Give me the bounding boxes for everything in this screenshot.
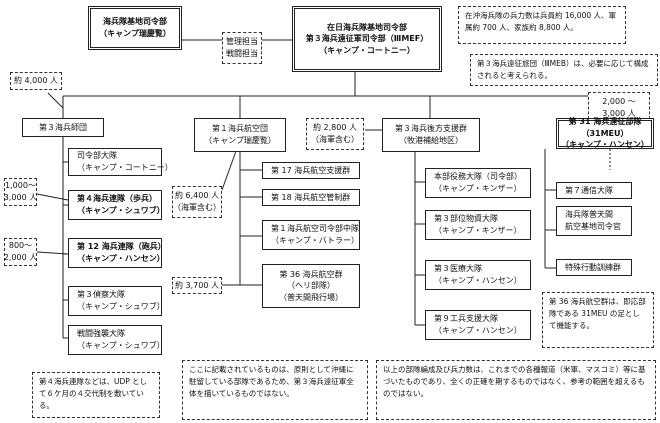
division-unit-name: 第 12 海兵連隊（砲兵） <box>77 242 166 252</box>
wing-unit-name: 第 18 海兵航空管制群 <box>271 192 351 202</box>
mag36-count: 約 3,700 人 <box>172 277 222 294</box>
wing-unit-name: 第 36 海兵航空群 <box>279 269 343 279</box>
wing-count-line-1: 約 6,400 人 <box>175 191 219 201</box>
meu-camp: （キャンプ・ハンセン） <box>561 140 649 150</box>
logistics-unit-name: 第３部位物資大隊 <box>434 214 498 224</box>
udp-note: 第４海兵連隊などは、UDP として６ケ月の４交代制を敷いている。 <box>32 372 160 418</box>
logistics-unit-engineer: 第９工兵支援大隊 （キャンプ・ハンセン） <box>425 310 531 340</box>
division-unit-camp: （キャンプ・コートニー） <box>77 163 173 172</box>
meu-title: 第 31 海兵遠征部隊 <box>568 117 642 127</box>
mag36-meu-note-text: 第 36 海兵航空群は、即応部隊である 31MEU の足として機能する。 <box>549 297 646 330</box>
scope-note: ここに記載されているものは、原則として沖縄に駐留している部隊であるため、第３海兵… <box>182 360 368 420</box>
logistics-unit-medical: 第３医療大隊 （キャンプ・ハンセン） <box>425 260 531 290</box>
logistics-title: 第３海兵後方支援群 <box>395 124 467 134</box>
wing-camp: （キャンプ瑞慶覧） <box>204 136 276 145</box>
disclaimer-note-text: 以上の部隊編成及び兵力数は、これまでの各種報道（米軍、マスコミ）等に基づいたもの… <box>383 365 646 398</box>
division-title: 第３海兵師団 <box>39 122 87 132</box>
division-unit-combat-assault: 戦闘強襲大隊 （キャンプ・シュワブ） <box>68 325 165 355</box>
logistics-unit-camp: （キャンプ・ハンセン） <box>434 276 522 285</box>
division-unit-name: 司令部大隊 <box>77 151 117 161</box>
meu-unit-futenma-cmd: 海兵隊普天間 航空基地司令官 <box>556 206 632 236</box>
wing-unit-name: 第１海兵航空司令部中隊 <box>271 224 359 234</box>
mef-hq-line-3: （キャンプ・コートニー） <box>319 45 415 55</box>
reg12-count-line-2: 2,000 人 <box>3 253 38 262</box>
division-count-text: 約 4,000 人 <box>14 76 58 86</box>
logistics-count-line-1: 約 2,800 人 <box>313 123 357 133</box>
reg4-count: 1,000〜 3,000 人 <box>4 178 37 206</box>
wing-unit-name: 第 17 海兵航空支援群 <box>271 165 351 175</box>
marine-base-command-camp: （キャンプ瑞慶覧） <box>99 29 171 38</box>
wing-unit-macg18: 第 18 海兵航空管制群 <box>262 189 360 206</box>
division-unit-camp: （キャンプ・シュワブ） <box>77 206 165 215</box>
wing-unit-mag36: 第 36 海兵航空群 （ヘリ部隊） （普天間飛行場） <box>262 264 360 308</box>
meu-count-line-2: 3,000 人 <box>602 109 636 118</box>
logistics-box: 第３海兵後方支援群 （牧港補給地区） <box>382 118 480 152</box>
logistics-count-line-2: （海軍含む） <box>311 135 359 144</box>
wing-box: 第１海兵航空団 （キャンプ瑞慶覧） <box>194 118 286 152</box>
division-unit-camp: （キャンプ・シュワブ） <box>77 302 165 311</box>
wing-title: 第１海兵航空団 <box>212 124 268 134</box>
meu-unit-name: 海兵隊普天間 <box>565 210 613 220</box>
meu-abbrev: （31MEU） <box>581 128 629 138</box>
scope-note-text: ここに記載されているものは、原則として沖縄に駐留している部隊であるため、第３海兵… <box>189 365 354 398</box>
division-count: 約 4,000 人 <box>10 72 62 90</box>
mef-hq-line-2: 第３海兵遠征軍司令部（ⅢMEF） <box>305 34 429 44</box>
division-unit-3rd-recon: 第３偵察大隊 （キャンプ・シュワブ） <box>68 286 165 316</box>
division-unit-4th-regiment: 第４海兵連隊（歩兵） （キャンプ・シュワブ） <box>68 190 165 220</box>
strength-note-text: 在沖海兵隊の兵力数は兵員約 16,000 人、軍属約 700 人、家族約 8,8… <box>465 11 617 32</box>
meb-note-text: 第３海兵遠征旅団（ⅢMEB）は、必要に応じて構成されると考えられる。 <box>477 59 649 80</box>
reg4-count-line-1: 1,000〜 <box>5 181 36 191</box>
reg12-count: 800〜 2,000 人 <box>4 238 37 266</box>
wing-unit-type: （ヘリ部隊） <box>287 281 335 291</box>
meu-unit-name-2: 航空基地司令官 <box>565 222 621 231</box>
wing-unit-mwsg17: 第 17 海兵航空支援群 <box>262 162 360 179</box>
liaison-box: 管理担当 戦闘担当 <box>222 32 262 64</box>
liaison-admin: 管理担当 <box>226 37 258 47</box>
division-unit-name: 戦闘強襲大隊 <box>77 329 125 339</box>
reg12-count-line-1: 800〜 <box>8 241 33 251</box>
meu-unit-comm: 第７通信大隊 <box>556 182 632 199</box>
meb-note: 第３海兵遠征旅団（ⅢMEB）は、必要に応じて構成されると考えられる。 <box>470 54 658 86</box>
logistics-camp: （牧港補給地区） <box>399 136 463 145</box>
wing-unit-hq-squadron: 第１海兵航空司令部中隊 （キャンプ・バトラー） <box>262 220 360 250</box>
disclaimer-note: 以上の部隊編成及び兵力数は、これまでの各種報道（米軍、マスコミ）等に基づいたもの… <box>376 360 656 420</box>
logistics-count: 約 2,800 人 （海軍含む） <box>306 118 364 150</box>
meu-unit-special-training: 特殊行動訓練群 <box>556 259 632 276</box>
meu-unit-name: 特殊行動訓練群 <box>565 262 621 272</box>
udp-note-text: 第４海兵連隊などは、UDP として６ケ月の４交代制を敷いている。 <box>39 377 148 410</box>
division-unit-camp: （キャンプ・ハンセン） <box>77 254 165 263</box>
division-unit-name: 第３偵察大隊 <box>77 290 125 300</box>
division-box: 第３海兵師団 <box>22 118 104 137</box>
mef-hq-box: 在日海兵隊基地司令部 第３海兵遠征軍司令部（ⅢMEF） （キャンプ・コートニー） <box>292 6 442 72</box>
mef-hq-line-1: 在日海兵隊基地司令部 <box>327 22 407 32</box>
mag36-count-text: 約 3,700 人 <box>175 280 219 290</box>
logistics-unit-name: 第９工兵支援大隊 <box>434 314 498 324</box>
division-unit-12th-regiment: 第 12 海兵連隊（砲兵） （キャンプ・ハンセン） <box>68 238 166 268</box>
logistics-unit-camp: （キャンプ・ハンセン） <box>434 326 522 335</box>
division-unit-hq-battalion: 司令部大隊 （キャンプ・コートニー） <box>68 148 173 176</box>
meu-unit-name: 第７通信大隊 <box>565 185 613 195</box>
marine-base-command-box: 海兵隊基地司令部 （キャンプ瑞慶覧） <box>88 6 182 50</box>
division-unit-camp: （キャンプ・シュワブ） <box>77 341 165 350</box>
meu-box: 第 31 海兵遠征部隊 （31MEU） （キャンプ・ハンセン） <box>556 117 654 150</box>
strength-note: 在沖海兵隊の兵力数は兵員約 16,000 人、軍属約 700 人、家族約 8,8… <box>458 6 626 44</box>
logistics-unit-name: 本部役務大隊（司令部） <box>434 172 522 182</box>
marine-base-command-name: 海兵隊基地司令部 <box>103 17 167 27</box>
division-unit-name: 第４海兵連隊（歩兵） <box>77 194 157 204</box>
wing-unit-camp: （キャンプ・バトラー） <box>271 236 359 245</box>
wing-unit-base: （普天間飛行場） <box>279 292 343 302</box>
wing-count: 約 6,400 人 （海軍含む） <box>172 186 222 218</box>
logistics-unit-name: 第３医療大隊 <box>434 264 482 274</box>
meu-count-line-1: 2,000 〜 <box>602 97 636 107</box>
logistics-unit-camp: （キャンプ・キンザー） <box>434 226 522 235</box>
logistics-unit-hq-service: 本部役務大隊（司令部） （キャンプ・キンザー） <box>425 168 531 198</box>
reg4-count-line-2: 3,000 人 <box>3 193 38 202</box>
logistics-unit-camp: （キャンプ・キンザー） <box>434 184 522 193</box>
wing-count-line-2: （海軍含む） <box>173 203 221 212</box>
liaison-combat: 戦闘担当 <box>226 49 258 58</box>
mag36-meu-note: 第 36 海兵航空群は、即応部隊である 31MEU の足として機能する。 <box>542 292 654 348</box>
logistics-unit-supply: 第３部位物資大隊 （キャンプ・キンザー） <box>425 210 531 240</box>
